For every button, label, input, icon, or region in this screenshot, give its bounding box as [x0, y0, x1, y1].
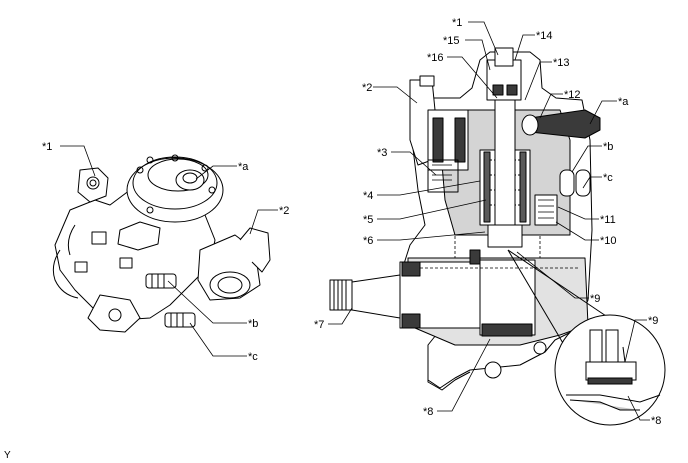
callout-right-a: *a	[618, 96, 629, 108]
callout-left-1: *1	[42, 141, 52, 153]
callout-right-3: *3	[377, 147, 387, 159]
callout-right-16: *16	[427, 52, 444, 64]
callout-right-2: *2	[362, 82, 372, 94]
callout-left-a: *a	[238, 161, 249, 173]
right-leader-lines	[328, 21, 650, 421]
callout-detail-9: *9	[648, 315, 658, 327]
callout-right-c: *c	[603, 172, 613, 184]
callout-left-c: *c	[248, 351, 258, 363]
callout-right-13: *13	[553, 57, 570, 69]
callout-right-10: *10	[600, 235, 617, 247]
callout-left-2: *2	[279, 205, 289, 217]
callout-right-6: *6	[363, 235, 373, 247]
callout-right-12: *12	[564, 89, 581, 101]
pump-exterior-illustration	[52, 154, 271, 333]
pump-cross-section	[329, 47, 601, 391]
callout-right-7: *7	[314, 319, 324, 331]
callout-labels: *1 *a *2 *b *c *1 *14 *15 *16 *13 *12 *2…	[42, 17, 661, 427]
callout-right-14: *14	[536, 30, 553, 42]
callout-right-1: *1	[452, 17, 462, 29]
callout-left-b: *b	[248, 318, 258, 330]
callout-detail-8: *8	[651, 415, 661, 427]
left-leader-lines	[60, 145, 278, 357]
callout-right-4: *4	[363, 190, 373, 202]
callout-right-15: *15	[443, 35, 460, 47]
callout-right-11: *11	[600, 214, 616, 226]
callout-right-b: *b	[603, 141, 613, 153]
figure-code: Y	[4, 450, 11, 461]
detail-magnifier	[507, 249, 666, 426]
callout-right-8: *8	[423, 406, 433, 418]
callout-right-9: *9	[590, 293, 600, 305]
callout-right-5: *5	[363, 214, 373, 226]
